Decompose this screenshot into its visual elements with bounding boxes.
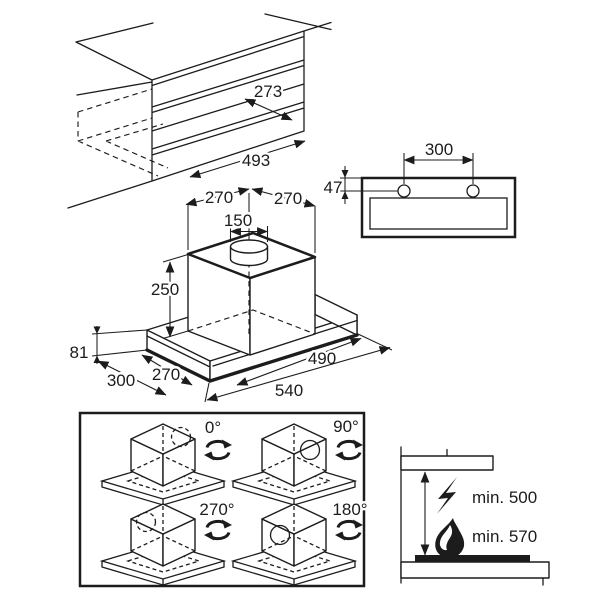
rotation-angle-0: 0° bbox=[205, 418, 221, 437]
duct-hole bbox=[269, 524, 291, 546]
rotation-option-90 bbox=[232, 423, 365, 506]
duct-hole-hidden bbox=[135, 511, 157, 533]
cutout-width-dimension-line bbox=[189, 139, 306, 179]
cooktop-surface bbox=[415, 555, 530, 562]
visor-height-arrow-top bbox=[93, 326, 101, 334]
rotation-option-270 bbox=[101, 503, 234, 586]
mounting-hole-right bbox=[466, 184, 480, 198]
dim-body-height: 250 bbox=[151, 280, 179, 299]
duct-offset-right-line bbox=[251, 187, 316, 208]
dim-inner-width: 490 bbox=[308, 349, 336, 368]
dim-cutout-width: 493 bbox=[242, 151, 270, 170]
duct-offset-left-line bbox=[185, 187, 250, 207]
total-width-dimension-line bbox=[206, 346, 391, 402]
dim-hole-top-offset: 47 bbox=[324, 178, 343, 197]
duct-hole-hidden bbox=[170, 426, 192, 448]
dim-visor-height: 81 bbox=[70, 343, 89, 362]
dim-visor-depth: 300 bbox=[107, 371, 135, 390]
gas-clearance-label: min. 570 bbox=[472, 527, 537, 546]
dim-duct-offset-right: 270 bbox=[274, 189, 302, 208]
visor-height-extension-lines bbox=[91, 326, 148, 364]
rotation-option-180 bbox=[232, 503, 365, 586]
dim-duct-offset-left: 270 bbox=[205, 188, 233, 207]
dim-inner-depth: 270 bbox=[152, 365, 180, 384]
offset-arrow-top bbox=[341, 170, 349, 178]
rotation-angle-180: 180° bbox=[332, 500, 367, 519]
rotation-angle-270: 270° bbox=[199, 500, 234, 519]
rotation-angle-90: 90° bbox=[333, 417, 359, 436]
hood-hidden-edges bbox=[187, 262, 316, 337]
hood-dimensions-diagram: 150 270 270 250 81 300 270 490 540 bbox=[67, 186, 393, 403]
cabinet-recess-diagram: 273 493 bbox=[67, 13, 332, 209]
counter-side-view bbox=[400, 561, 550, 579]
dim-hole-spacing: 300 bbox=[425, 140, 453, 159]
duct-offset-extension-lines bbox=[187, 204, 316, 253]
lightning-icon bbox=[437, 477, 457, 514]
cabinet-hidden-edges bbox=[77, 88, 169, 177]
dim-total-width: 540 bbox=[275, 381, 303, 400]
flame-icon bbox=[435, 518, 465, 558]
offset-arrow-bottom bbox=[341, 191, 349, 199]
dim-duct-diameter: 150 bbox=[224, 211, 252, 230]
hood-front-panel bbox=[369, 197, 508, 230]
duct-rotation-diagram: 0° 90° 270° 180° bbox=[78, 411, 370, 588]
cabinet-outline bbox=[67, 13, 332, 209]
hood-front-outline bbox=[360, 176, 517, 239]
dim-cutout-depth: 273 bbox=[254, 82, 282, 101]
rotation-panel-frame bbox=[78, 411, 366, 588]
mounting-template-diagram: 300 47 bbox=[321, 138, 517, 239]
mounting-hole-left bbox=[397, 184, 411, 198]
hood-side-view bbox=[400, 455, 494, 471]
duct-hole bbox=[299, 439, 321, 461]
hood-body bbox=[186, 231, 317, 356]
visor-depth-dimension-line bbox=[97, 360, 167, 396]
electric-clearance-label: min. 500 bbox=[472, 488, 537, 507]
clearance-diagram: min. 500 min. 570 bbox=[400, 446, 550, 586]
cutout-depth-dimension-line bbox=[244, 98, 293, 121]
duct-spigot bbox=[229, 193, 269, 267]
inner-depth-dimension-line bbox=[141, 354, 193, 386]
rotation-option-0 bbox=[101, 423, 234, 506]
